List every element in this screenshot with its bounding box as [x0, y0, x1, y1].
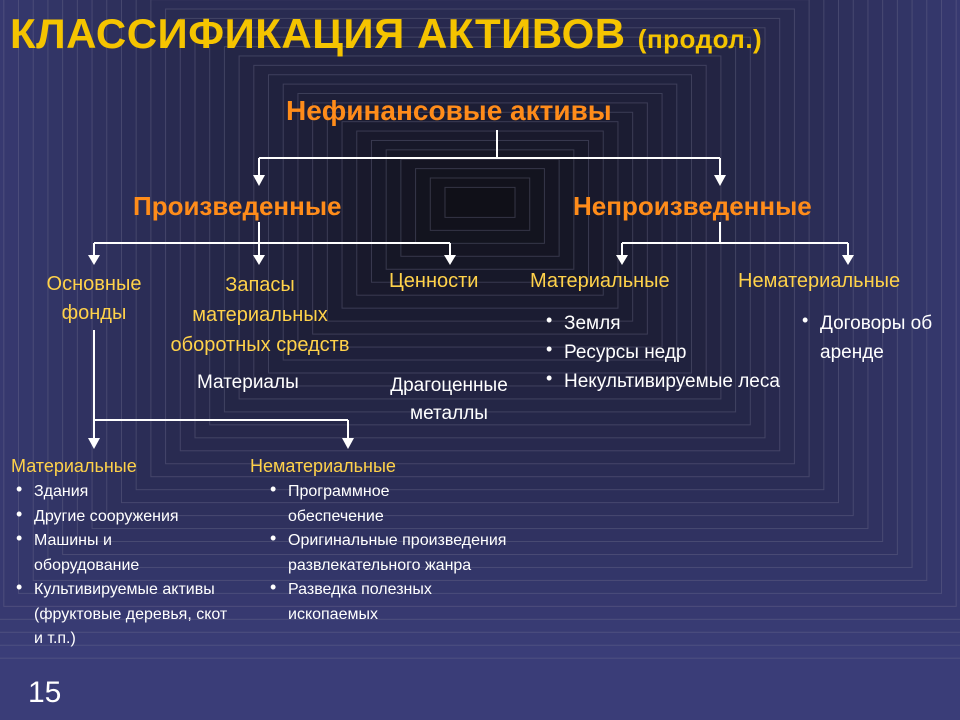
page-title: КЛАССИФИКАЦИЯ АКТИВОВ (продол.) — [10, 10, 763, 57]
list-item: Оригинальные произведения развлекательно… — [262, 526, 532, 578]
valuables-node: Ценности — [389, 270, 479, 292]
list-item: Культивируемые активы (фруктовые деревья… — [8, 575, 240, 652]
fa-tangible-node: Материальные — [11, 456, 137, 476]
fa-intangible-list: Программное обеспечение Оригинальные про… — [262, 477, 532, 627]
page-number: 15 — [28, 676, 62, 709]
fa-tangible-list: Здания Другие сооружения Машины и оборуд… — [8, 477, 240, 652]
produced-node: Произведенные — [133, 191, 342, 221]
list-item: Разведка полезных ископаемых — [262, 575, 498, 627]
valuables-example: Драгоценные металлы — [390, 375, 508, 424]
inventories-example: Материалы — [197, 372, 299, 393]
list-item: Программное обеспечение — [262, 477, 438, 529]
np-tangible-node: Материальные — [530, 270, 670, 292]
list-item: Ресурсы недр — [538, 335, 788, 367]
np-intangible-list: Договоры об аренде — [794, 306, 944, 367]
np-intangible-node: Нематериальные — [738, 270, 901, 292]
fixed-assets-node: Основные фонды — [46, 273, 142, 324]
non-produced-node: Непроизведенные — [573, 191, 812, 221]
inventories-node: Запасы материальных оборотных средств — [170, 274, 350, 356]
list-item: Земля — [538, 306, 788, 338]
list-item: Здания — [8, 477, 240, 505]
list-item: Машины и оборудование — [8, 526, 164, 578]
list-item: Другие сооружения — [8, 502, 240, 530]
root-node: Нефинансовые активы — [286, 95, 612, 126]
fa-intangible-node: Нематериальные — [250, 456, 396, 476]
list-item: Договоры об аренде — [794, 306, 944, 367]
np-tangible-list: Земля Ресурсы недр Некультивируемые леса — [538, 306, 788, 396]
list-item: Некультивируемые леса — [538, 364, 788, 396]
